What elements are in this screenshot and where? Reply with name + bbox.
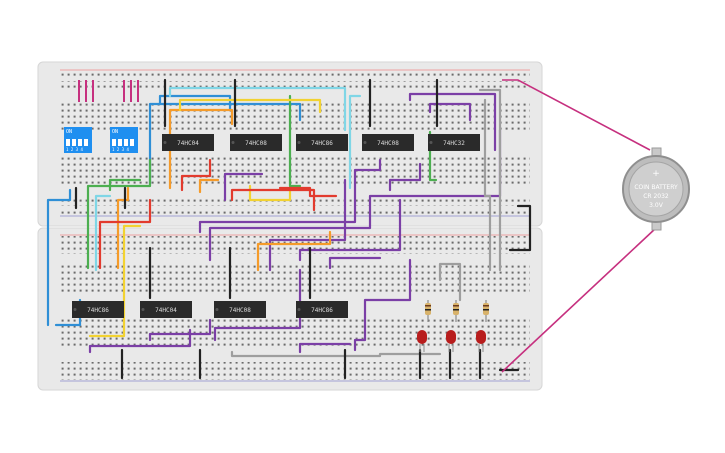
- dip-switch-pin-labels: 1 2 3 4: [112, 147, 129, 152]
- chip-label: 74HC32: [443, 140, 465, 147]
- wire-black[interactable]: [508, 204, 532, 252]
- wire-purple[interactable]: [328, 256, 382, 270]
- wire-red[interactable]: [98, 198, 152, 270]
- dip-switch-pin-labels: 1 2 3 4: [66, 147, 83, 152]
- wire-purple[interactable]: [428, 102, 472, 122]
- led-red[interactable]: [476, 330, 486, 352]
- dip-switch-on-label: ON: [112, 129, 118, 135]
- battery-label: COIN BATTERY: [634, 184, 678, 191]
- wire-gray[interactable]: [483, 98, 492, 272]
- dip-switch-1[interactable]: ON 1 2 3 4: [64, 127, 92, 153]
- wire-green[interactable]: [108, 178, 142, 192]
- chip-top-5[interactable]: 74HC32: [428, 134, 480, 151]
- chip-label: 74HC86: [311, 140, 333, 147]
- wire-green[interactable]: [86, 158, 152, 270]
- wire-orange[interactable]: [116, 186, 130, 270]
- wire-gray[interactable]: [230, 350, 442, 358]
- chip-top-4[interactable]: 74HC08: [362, 134, 414, 151]
- wire-purple[interactable]: [213, 268, 302, 342]
- wire-red[interactable]: [278, 186, 338, 198]
- chip-top-2[interactable]: 74HC08: [230, 134, 282, 151]
- wire-purple[interactable]: [408, 92, 497, 152]
- wire-gray[interactable]: [478, 88, 502, 272]
- wire-purple[interactable]: [268, 178, 347, 272]
- wire-red[interactable]: [230, 188, 316, 212]
- resistor[interactable]: [425, 300, 431, 322]
- magenta-jumpers: [78, 80, 139, 102]
- chip-bottom-2[interactable]: 74HC04: [140, 301, 192, 318]
- wire-purple[interactable]: [198, 158, 382, 234]
- wire-gray[interactable]: [438, 262, 462, 302]
- coin-battery[interactable]: + COIN BATTERY CR 2032 3.0V: [622, 147, 690, 231]
- wire-blue[interactable]: [46, 188, 72, 327]
- battery-voltage: 3.0V: [649, 202, 664, 209]
- wire-cyan[interactable]: [168, 86, 347, 132]
- dip-switch-2[interactable]: ON 1 2 3 4: [110, 127, 138, 153]
- wire-purple[interactable]: [223, 172, 264, 202]
- resistor[interactable]: [453, 300, 459, 322]
- led-red[interactable]: [417, 330, 427, 352]
- chip-bottom-3[interactable]: 74HC08: [214, 301, 266, 318]
- wire-purple[interactable]: [298, 342, 352, 354]
- wire-orange[interactable]: [198, 178, 220, 194]
- resistor[interactable]: [483, 300, 489, 322]
- wire-green[interactable]: [288, 94, 302, 188]
- wire-purple[interactable]: [148, 318, 212, 342]
- wire-yellow[interactable]: [248, 184, 292, 202]
- chip-label: 74HC86: [311, 307, 333, 314]
- wire-orange[interactable]: [256, 230, 332, 272]
- chip-bottom-4[interactable]: 74HC86: [296, 301, 348, 318]
- wire-blue[interactable]: [148, 102, 302, 186]
- wire-purple[interactable]: [88, 328, 192, 354]
- chip-label: 74HC04: [155, 307, 177, 314]
- wire-yellow[interactable]: [88, 224, 142, 338]
- dip-switch-on-label: ON: [66, 129, 72, 135]
- led-red[interactable]: [446, 330, 456, 352]
- battery-model: CR 2032: [643, 193, 669, 200]
- wire-purple[interactable]: [388, 162, 422, 192]
- battery-positive-lead[interactable]: [502, 79, 651, 151]
- chip-top-3[interactable]: 74HC86: [296, 134, 348, 151]
- wire-yellow[interactable]: [178, 98, 322, 114]
- battery-negative-lead[interactable]: [501, 227, 657, 373]
- battery-plus-sign: +: [652, 169, 660, 179]
- wire-cyan[interactable]: [348, 94, 362, 190]
- chip-label: 74HC08: [245, 140, 267, 147]
- chip-label: 74HC86: [87, 307, 109, 314]
- chip-label: 74HC08: [377, 140, 399, 147]
- wire-purple[interactable]: [298, 198, 402, 262]
- wire-blue[interactable]: [158, 94, 232, 112]
- wire-purple[interactable]: [353, 258, 412, 352]
- chip-label: 74HC08: [229, 307, 251, 314]
- wire-red[interactable]: [180, 158, 212, 192]
- chip-bottom-1[interactable]: 74HC86: [72, 301, 124, 318]
- chip-top-1[interactable]: 74HC04: [162, 134, 214, 151]
- wire-cyan[interactable]: [94, 194, 112, 272]
- chip-label: 74HC04: [177, 140, 199, 147]
